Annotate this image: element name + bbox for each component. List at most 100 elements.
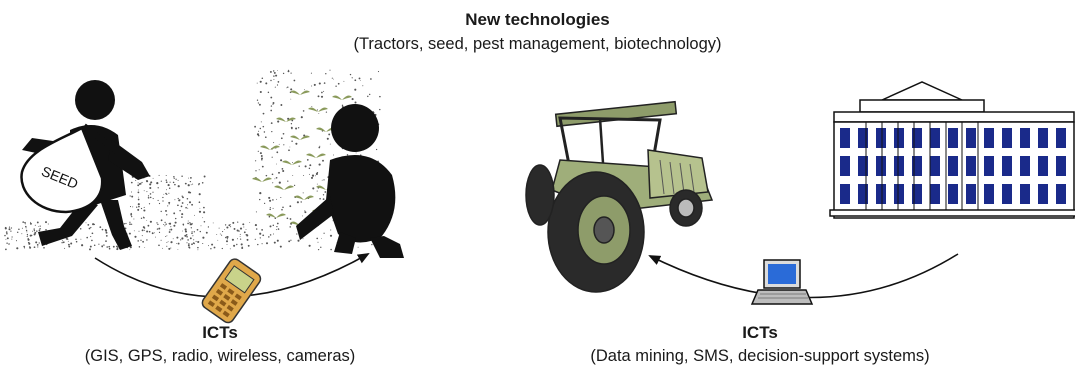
seed-speck: [190, 227, 192, 229]
seed-speck: [221, 247, 223, 250]
seed-speck: [265, 82, 268, 85]
seed-speck: [291, 127, 293, 130]
seed-speck: [225, 240, 229, 243]
seed-speck: [158, 244, 160, 247]
seed-speck: [279, 245, 282, 248]
seed-speck: [288, 149, 290, 152]
seed-speck: [108, 245, 111, 248]
seed-speck: [317, 241, 319, 243]
seed-speck: [90, 236, 92, 238]
seed-speck: [75, 240, 78, 243]
seed-speck: [187, 222, 189, 225]
seed-speck: [80, 238, 82, 240]
seed-speck: [269, 208, 271, 211]
seed-speck: [256, 82, 258, 84]
seed-speck: [166, 245, 168, 247]
seed-speck: [289, 146, 291, 148]
seed-speck: [201, 182, 204, 184]
seed-speck: [208, 245, 209, 247]
seed-speck: [193, 239, 195, 241]
seed-speck: [278, 171, 280, 174]
seed-speck: [259, 198, 261, 201]
seed-speck: [323, 82, 326, 84]
seed-speck: [8, 226, 11, 228]
seed-speck: [160, 239, 162, 241]
building-window: [930, 128, 940, 148]
building-window: [966, 184, 976, 204]
seed-speck: [311, 85, 313, 87]
seed-speck: [129, 195, 131, 197]
seed-speck: [91, 232, 94, 235]
seed-speck: [93, 244, 96, 246]
seed-speck: [273, 79, 275, 81]
seed-speck: [329, 69, 331, 71]
arrow-right-arc: [648, 253, 959, 299]
seed-speck: [168, 223, 170, 225]
seed-speck: [140, 239, 142, 241]
seed-speck: [211, 243, 214, 246]
seedling: [290, 90, 310, 95]
building-window: [858, 128, 868, 148]
seed-speck: [105, 231, 108, 234]
seed-speck: [254, 224, 257, 227]
seed-speck: [264, 136, 267, 139]
seed-speck: [141, 181, 143, 184]
building-window: [840, 128, 850, 148]
seed-speck: [177, 204, 179, 207]
seed-speck: [129, 249, 131, 251]
seed-speck: [325, 111, 328, 113]
seed-speck: [268, 236, 270, 238]
seed-speck: [379, 95, 381, 98]
building-window: [894, 184, 904, 204]
seedling: [316, 127, 336, 132]
seed-speck: [24, 223, 26, 225]
seed-speck: [273, 233, 274, 235]
seed-speck: [221, 234, 223, 236]
seed-speck: [132, 206, 134, 208]
seed-speck: [260, 155, 263, 157]
seed-speck: [177, 179, 179, 181]
seed-speck: [176, 242, 178, 244]
seed-speck: [308, 173, 310, 175]
seed-speck: [87, 224, 90, 226]
seed-speck: [257, 102, 260, 104]
building-window: [894, 128, 904, 148]
seed-speck: [280, 137, 283, 140]
seed-speck: [302, 238, 304, 240]
seed-speck: [245, 228, 247, 230]
seed-speck: [129, 221, 131, 223]
title-icts-left: ICTs: [202, 323, 238, 342]
seed-speck: [191, 203, 194, 206]
seed-speck: [319, 145, 321, 147]
seed-speck: [312, 187, 315, 190]
seed-speck: [297, 239, 300, 242]
seed-speck: [34, 231, 37, 234]
seed-speck: [291, 140, 293, 143]
seed-speck: [168, 201, 171, 204]
building-window: [912, 156, 922, 176]
seed-speck: [36, 244, 39, 246]
seed-speck: [359, 80, 361, 81]
seed-speck: [341, 104, 344, 107]
seed-speck: [226, 226, 229, 229]
seed-speck: [296, 233, 298, 235]
seed-speck: [155, 236, 156, 238]
seed-speck: [249, 221, 251, 223]
seed-speck: [181, 202, 184, 204]
seed-speck: [196, 228, 199, 231]
seed-speck: [180, 205, 183, 208]
building-window: [1056, 184, 1066, 204]
seed-speck: [269, 207, 271, 209]
seed-speck: [165, 174, 167, 177]
seed-speck: [143, 190, 145, 192]
seed-speck: [346, 154, 349, 156]
seed-speck: [258, 169, 260, 171]
seed-speck: [272, 207, 274, 209]
seed-speck: [263, 202, 266, 205]
seed-speck: [240, 243, 243, 246]
seed-speck: [38, 242, 40, 244]
seed-speck: [199, 230, 201, 233]
seed-speck: [195, 240, 197, 242]
seed-speck: [311, 106, 313, 108]
seed-speck: [226, 238, 229, 240]
